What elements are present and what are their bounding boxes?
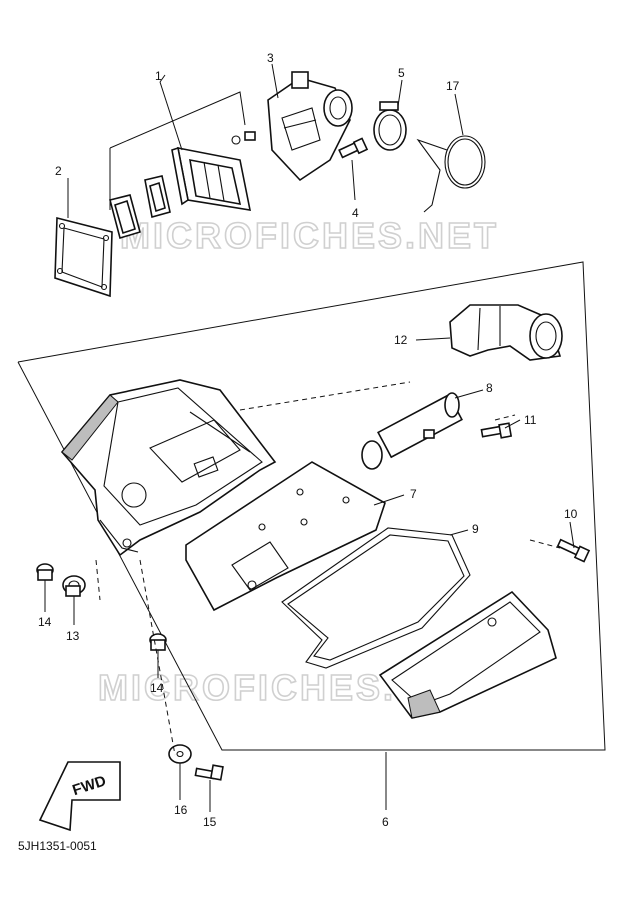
screw-11-part [480, 422, 513, 439]
grommet-part [62, 575, 86, 597]
bolt-15-part [194, 764, 224, 781]
callout-1: 1 [155, 69, 162, 83]
watermark-top: MICROFICHES.NET [120, 215, 499, 256]
gasket-part [54, 216, 113, 298]
intake-boot-part [449, 304, 563, 361]
element-gasket-part [281, 527, 471, 669]
air-box-cover-part [378, 590, 557, 719]
intake-tube-part [361, 392, 463, 470]
callout-16: 16 [174, 803, 188, 817]
intake-manifold-part [267, 71, 353, 182]
callout-11: 11 [524, 413, 537, 427]
wire-spring-part [416, 135, 486, 213]
callout-3: 3 [267, 51, 274, 65]
callout-15: 15 [203, 815, 217, 829]
collar-14b-part [149, 633, 167, 651]
callout-10: 10 [564, 507, 578, 521]
washer-part [168, 744, 192, 764]
callout-7: 7 [410, 487, 417, 501]
reed-valve-block [171, 131, 256, 211]
diagram-code: 5JH1351-0051 [18, 839, 97, 853]
assembly-outline [17, 261, 606, 751]
callout-5: 5 [398, 66, 405, 80]
manifold-bolt-part [338, 137, 369, 159]
callout-14b: 14 [150, 681, 164, 695]
callout-8: 8 [486, 381, 493, 395]
callout-12: 12 [394, 333, 408, 347]
callout-9: 9 [472, 522, 479, 536]
callout-17: 17 [446, 79, 460, 93]
screw-10-part [556, 538, 591, 563]
collar-14a-part [36, 563, 54, 581]
forward-direction-arrow: FWD [38, 761, 121, 832]
reed-petals-part [109, 175, 171, 240]
cover-plate-part [185, 461, 386, 612]
callout-4: 4 [352, 206, 359, 220]
callout-14a: 14 [38, 615, 52, 629]
callout-13: 13 [66, 629, 80, 643]
air-box-part [60, 379, 277, 557]
callout-6: 6 [382, 815, 389, 829]
callout-2: 2 [55, 164, 62, 178]
hose-clamp-part [373, 101, 407, 151]
